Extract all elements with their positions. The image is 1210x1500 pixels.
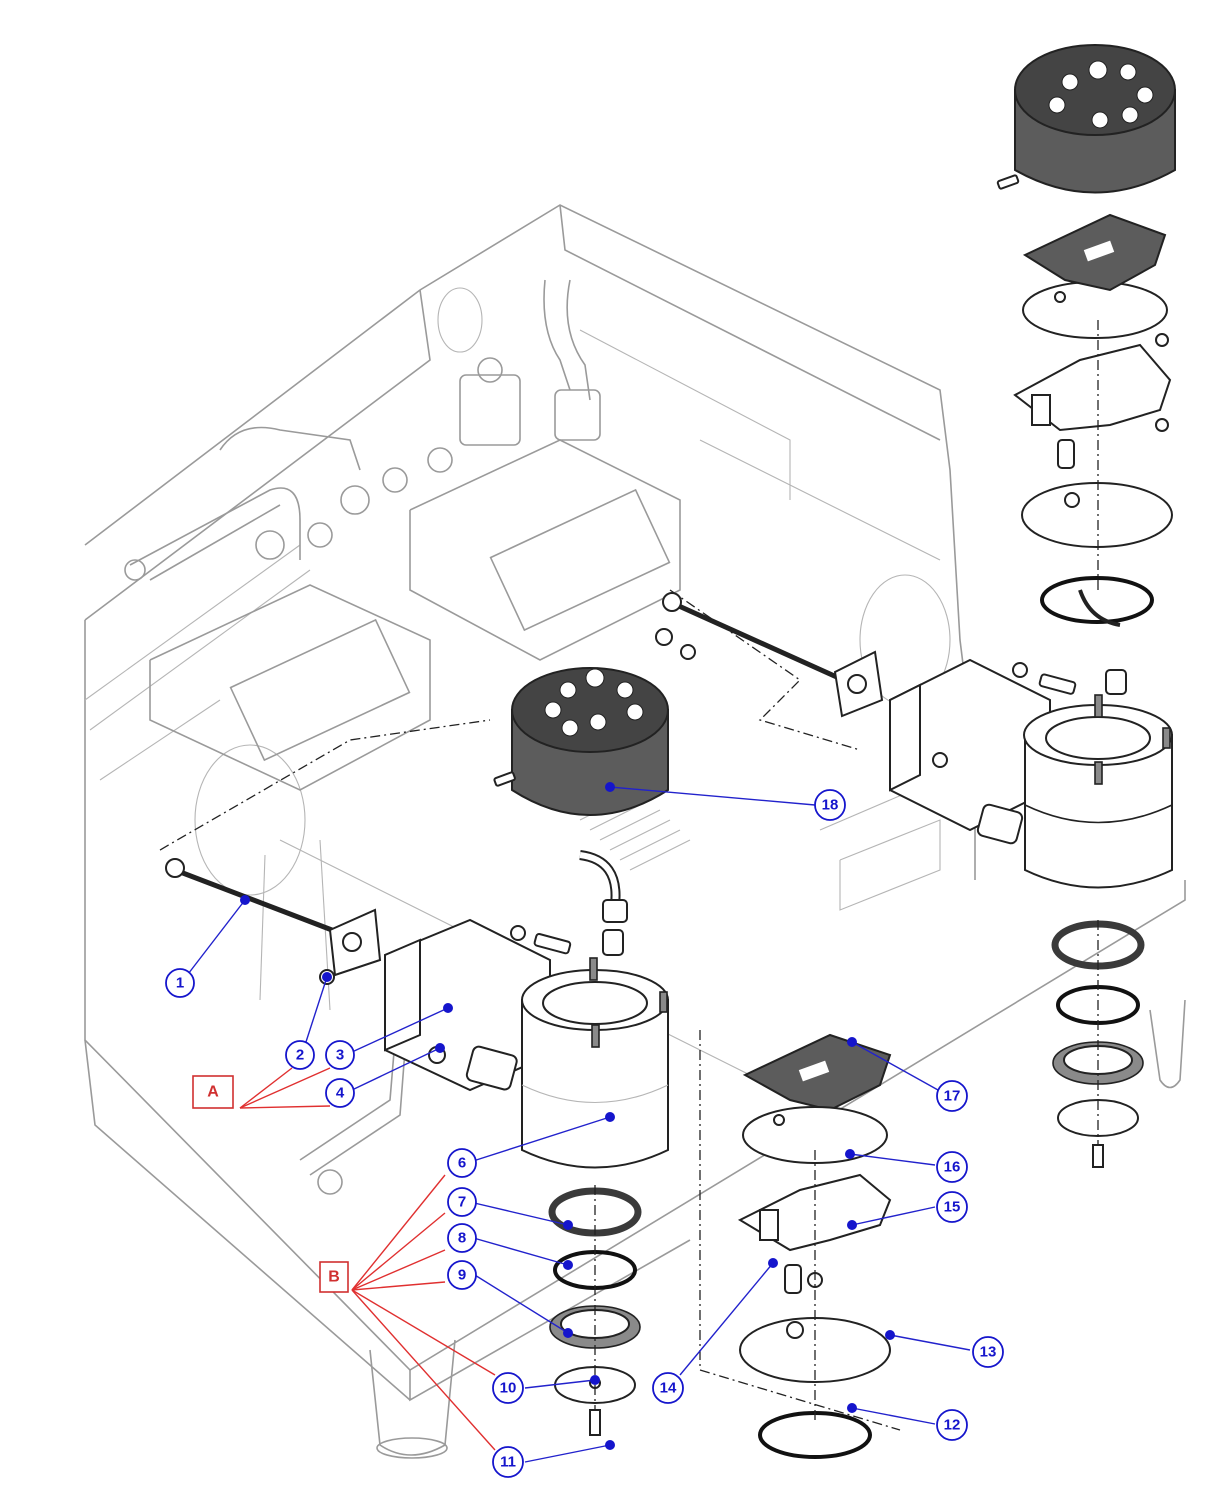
callout-label: 4: [336, 1085, 345, 1102]
callout-label: 12: [944, 1417, 961, 1434]
leader-lines: [184, 786, 971, 1463]
callout-label: 8: [458, 1230, 466, 1247]
group-label-A: A: [192, 1075, 234, 1109]
callout-10: 10: [492, 1372, 524, 1404]
callout-13: 13: [972, 1336, 1004, 1368]
connecting-rod: [174, 867, 346, 938]
group-body-6: [521, 999, 669, 1169]
callout-16: 16: [936, 1151, 968, 1183]
callout-label: 10: [500, 1380, 517, 1397]
callout-1: 1: [165, 968, 195, 998]
callout-14: 14: [652, 1372, 684, 1404]
callout-9: 9: [447, 1260, 477, 1290]
callout-17: 17: [936, 1080, 968, 1112]
callout-label: 1: [176, 975, 184, 992]
callout-7: 7: [447, 1187, 477, 1217]
callout-label: 9: [458, 1267, 466, 1284]
callout-label: 2: [296, 1047, 304, 1064]
group-text-B: B: [328, 1269, 340, 1286]
callout-3: 3: [325, 1040, 355, 1070]
callout-6: 6: [447, 1148, 477, 1178]
elbow-14: [784, 1264, 802, 1294]
callout-12: 12: [936, 1409, 968, 1441]
callout-8: 8: [447, 1223, 477, 1253]
leader-dots: [240, 782, 895, 1450]
callout-label: 6: [458, 1155, 466, 1172]
callout-label: 18: [822, 797, 839, 814]
middle-stack: [737, 1033, 892, 1459]
right-assembly: [655, 44, 1176, 1168]
left-assembly: [165, 667, 669, 1436]
callout-label: 16: [944, 1159, 961, 1176]
button-panel-icons: [544, 668, 644, 737]
callout-label: 14: [660, 1380, 677, 1397]
callout-label: 7: [458, 1194, 466, 1211]
callout-label: 13: [980, 1344, 997, 1361]
callout-11: 11: [492, 1446, 524, 1478]
connecting-rod-right: [668, 599, 852, 686]
callout-label: 15: [944, 1199, 961, 1216]
callout-label: 17: [944, 1088, 961, 1105]
group-text-A: A: [207, 1084, 219, 1101]
callout-label: 11: [500, 1454, 516, 1471]
callout-18: 18: [814, 789, 846, 821]
group-label-B: B: [319, 1261, 349, 1293]
callout-15: 15: [936, 1191, 968, 1223]
callout-label: 3: [336, 1047, 344, 1064]
callout-2: 2: [285, 1040, 315, 1070]
screw-11: [589, 1409, 601, 1436]
callout-4: 4: [325, 1078, 355, 1108]
